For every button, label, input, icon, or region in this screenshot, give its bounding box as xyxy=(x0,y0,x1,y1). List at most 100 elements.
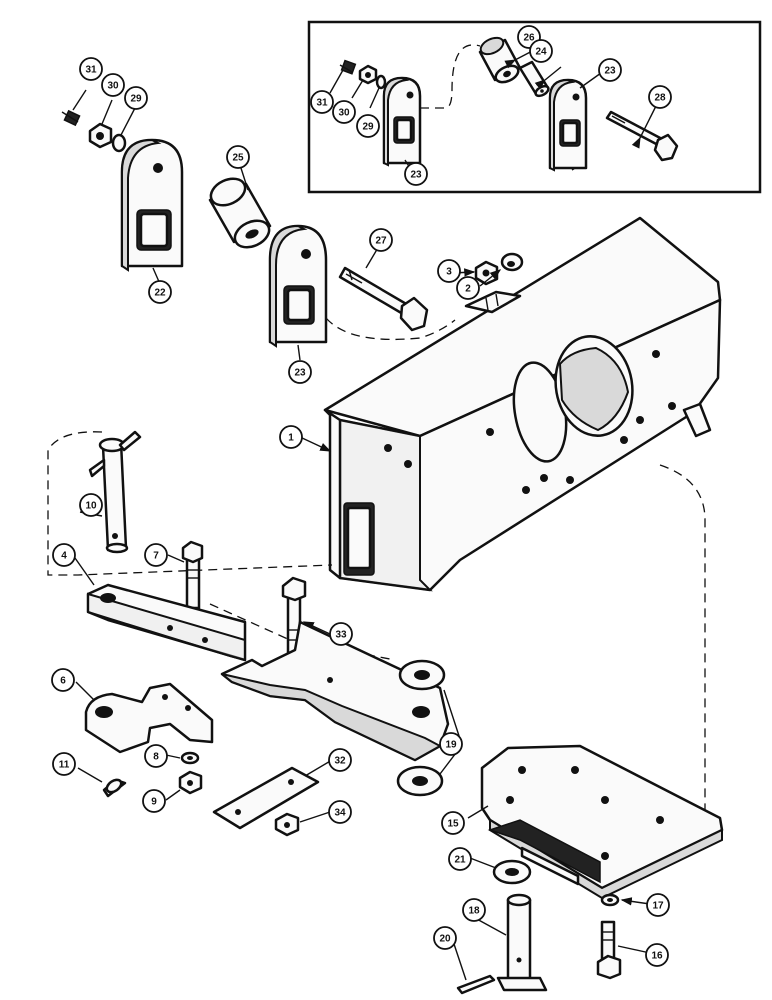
bolt-27-icon xyxy=(338,266,429,332)
bolt-7-icon xyxy=(181,540,204,610)
callout-label: 4 xyxy=(61,551,67,562)
callout-31: 31 xyxy=(79,57,103,81)
callout-label: 2 xyxy=(465,284,471,295)
callout-3: 3 xyxy=(437,259,461,283)
callout-9: 9 xyxy=(142,789,166,813)
pivot-pin-18 xyxy=(496,893,548,992)
strap-32 xyxy=(212,766,320,830)
callout-19: 19 xyxy=(439,732,463,756)
callout-29: 29 xyxy=(356,114,380,138)
washer-19-lower xyxy=(396,765,444,797)
callout-label: 31 xyxy=(316,98,328,109)
callout-label: 10 xyxy=(85,501,97,512)
callout-15: 15 xyxy=(441,811,465,835)
callout-16: 16 xyxy=(645,943,669,967)
callout-label: 11 xyxy=(59,760,70,771)
callout-28: 28 xyxy=(648,85,672,109)
callout-label: 15 xyxy=(447,819,459,830)
callout-label: 25 xyxy=(232,153,244,164)
callout-23: 23 xyxy=(288,360,312,384)
callout-label: 6 xyxy=(60,676,66,687)
callout-label: 20 xyxy=(439,934,451,945)
washer-29-icon xyxy=(111,133,127,153)
callout-label: 18 xyxy=(468,906,480,917)
callout-label: 19 xyxy=(445,740,457,751)
callout-6: 6 xyxy=(51,668,75,692)
callout-label: 33 xyxy=(335,630,347,641)
callout-22: 22 xyxy=(148,280,172,304)
clevis-6 xyxy=(84,682,214,754)
callout-20: 20 xyxy=(433,926,457,950)
callout-label: 26 xyxy=(523,33,535,44)
inset-nut-31-icon xyxy=(339,59,357,75)
lock-washer-17-icon xyxy=(600,893,620,907)
dashed-route-right xyxy=(659,464,706,810)
callout-label: 27 xyxy=(375,236,387,247)
hitch-plate-23 xyxy=(268,224,328,348)
callout-2: 2 xyxy=(456,276,480,300)
washer-19-upper xyxy=(398,659,446,691)
callout-label: 28 xyxy=(654,93,666,104)
callout-29: 29 xyxy=(124,86,148,110)
callout-30: 30 xyxy=(101,73,125,97)
callout-label: 16 xyxy=(651,951,663,962)
callout-label: 8 xyxy=(153,752,159,763)
callout-label: 32 xyxy=(334,756,346,767)
inset-panel xyxy=(307,20,762,194)
callout-label: 9 xyxy=(151,797,157,808)
drawbar-4 xyxy=(86,583,450,762)
callout-label: 1 xyxy=(288,433,294,444)
nut-34-icon xyxy=(274,812,300,837)
callout-23: 23 xyxy=(404,162,428,186)
support-frame-1 xyxy=(323,216,722,592)
inset-washer-29-icon xyxy=(375,74,387,90)
callout-label: 30 xyxy=(107,81,119,92)
callout-label: 23 xyxy=(604,66,616,77)
callout-4: 4 xyxy=(52,543,76,567)
callout-label: 21 xyxy=(454,855,466,866)
bolt-16-icon xyxy=(596,920,622,980)
inset-frame xyxy=(307,20,762,194)
inset-plate-23-left xyxy=(382,76,422,167)
callout-label: 24 xyxy=(535,47,547,58)
callout-24: 24 xyxy=(529,39,553,63)
inset-leader xyxy=(329,69,344,94)
sleeve-2-icon xyxy=(500,252,524,272)
callout-7: 7 xyxy=(144,543,168,567)
callout-10: 10 xyxy=(79,493,103,517)
callout-label: 23 xyxy=(294,368,306,379)
callout-label: 30 xyxy=(338,108,350,119)
bushing-25-icon xyxy=(208,177,272,249)
hitch-pin-10 xyxy=(88,430,142,554)
cotter-11-icon xyxy=(102,778,127,798)
hitch-plate-22 xyxy=(120,138,184,272)
callout-23: 23 xyxy=(598,58,622,82)
callout-label: 3 xyxy=(446,267,452,278)
callout-32: 32 xyxy=(328,748,352,772)
washer-21-icon xyxy=(492,859,532,885)
inset-dashed-path xyxy=(420,44,481,109)
callout-label: 29 xyxy=(362,122,374,133)
callout-18: 18 xyxy=(462,898,486,922)
callout-label: 29 xyxy=(130,94,142,105)
callout-8: 8 xyxy=(144,744,168,768)
callout-label: 7 xyxy=(153,551,159,562)
callout-27: 27 xyxy=(369,228,393,252)
callout-label: 34 xyxy=(334,808,346,819)
callout-34: 34 xyxy=(328,800,352,824)
callout-30: 30 xyxy=(332,100,356,124)
callout-31: 31 xyxy=(310,90,334,114)
callout-label: 31 xyxy=(85,65,97,76)
inset-nut-30-icon xyxy=(358,64,378,85)
swing-plate-15 xyxy=(480,744,724,900)
cotter-20-icon xyxy=(456,974,496,995)
inset-bushing-26-icon xyxy=(478,36,522,84)
callout-1: 1 xyxy=(279,425,303,449)
lock-washer-8-icon xyxy=(180,751,200,765)
dashed-route-upper xyxy=(325,317,456,341)
callout-label: 17 xyxy=(652,901,664,912)
callout-label: 22 xyxy=(154,288,166,299)
callout-25: 25 xyxy=(226,145,250,169)
callout-33: 33 xyxy=(329,622,353,646)
